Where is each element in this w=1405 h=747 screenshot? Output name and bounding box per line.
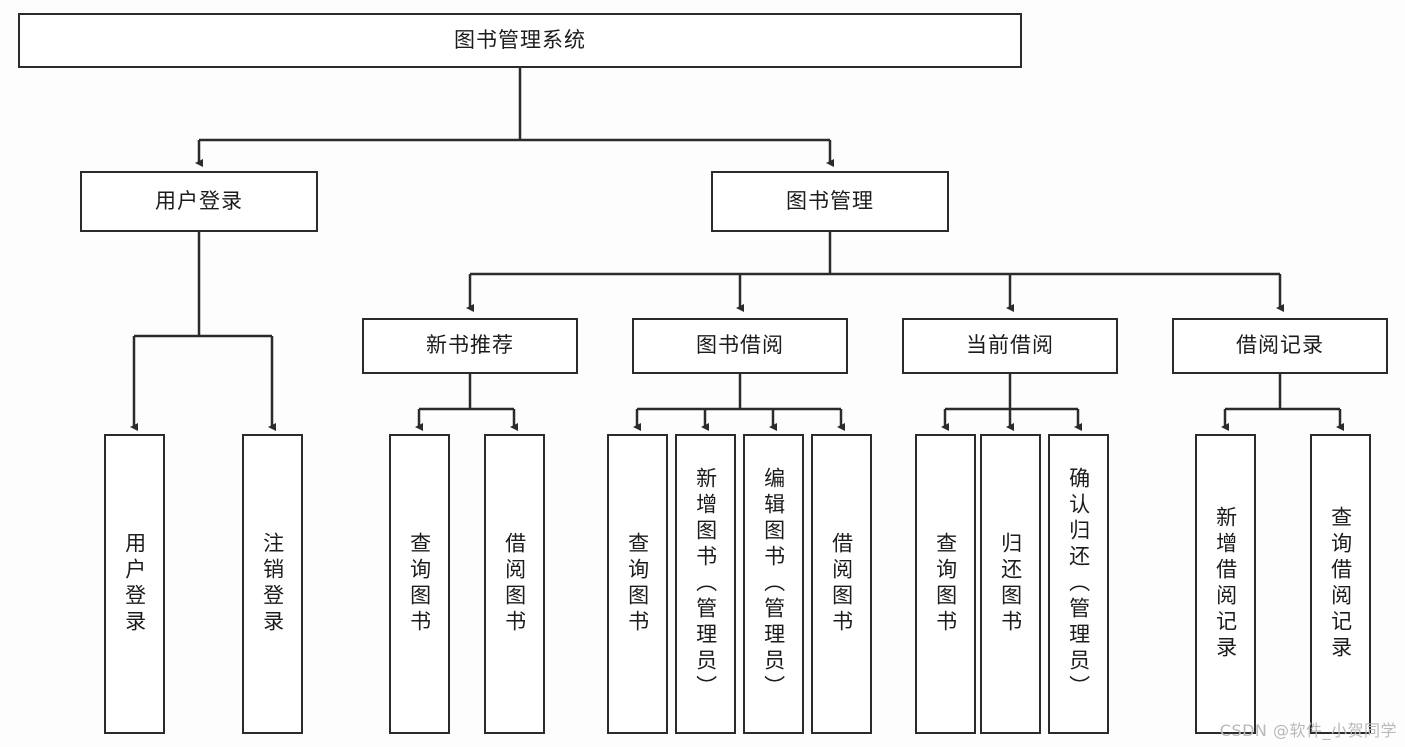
node-label: 确认归还（管理员） <box>1066 467 1091 701</box>
node-user-login[interactable]: 用户登录 <box>80 171 318 232</box>
node-book-management[interactable]: 图书管理 <box>711 171 949 232</box>
leaf-book-borrow-borrow-book[interactable]: 借阅图书 <box>811 434 872 734</box>
leaf-user-login-login[interactable]: 用户登录 <box>104 434 165 734</box>
node-label: 新增借阅记录 <box>1213 506 1238 662</box>
node-label: 借阅图书 <box>502 532 527 636</box>
leaf-borrow-record-add-record[interactable]: 新增借阅记录 <box>1195 434 1256 734</box>
node-label: 归还图书 <box>998 532 1023 636</box>
node-label: 查询借阅记录 <box>1328 506 1353 662</box>
leaf-current-borrow-query-book[interactable]: 查询图书 <box>915 434 976 734</box>
node-root-book-management-system[interactable]: 图书管理系统 <box>18 13 1022 68</box>
node-label: 新增图书（管理员） <box>693 467 718 701</box>
leaf-current-borrow-confirm-return-admin[interactable]: 确认归还（管理员） <box>1048 434 1109 734</box>
node-new-book-recommend[interactable]: 新书推荐 <box>362 318 578 374</box>
leaf-book-borrow-edit-book-admin[interactable]: 编辑图书（管理员） <box>743 434 804 734</box>
csdn-watermark: CSDN @软件_小贺同学 <box>1219 721 1397 740</box>
node-label: 图书借阅 <box>696 333 784 358</box>
node-current-borrow[interactable]: 当前借阅 <box>902 318 1118 374</box>
node-label: 用户登录 <box>155 188 243 213</box>
node-borrow-record[interactable]: 借阅记录 <box>1172 318 1388 374</box>
node-label: 注销登录 <box>260 532 285 636</box>
node-label: 查询图书 <box>407 532 432 636</box>
leaf-user-login-logout[interactable]: 注销登录 <box>242 434 303 734</box>
node-label: 用户登录 <box>122 532 147 636</box>
node-label: 新书推荐 <box>426 333 514 358</box>
leaf-book-borrow-query-book[interactable]: 查询图书 <box>607 434 668 734</box>
node-label: 借阅记录 <box>1236 333 1324 358</box>
node-label: 查询图书 <box>625 532 650 636</box>
node-label: 编辑图书（管理员） <box>761 467 786 701</box>
node-label: 图书管理系统 <box>454 27 586 52</box>
leaf-book-borrow-add-book-admin[interactable]: 新增图书（管理员） <box>675 434 736 734</box>
leaf-borrow-record-query-record[interactable]: 查询借阅记录 <box>1310 434 1371 734</box>
node-label: 查询图书 <box>933 532 958 636</box>
node-label: 图书管理 <box>786 188 874 213</box>
node-book-borrow[interactable]: 图书借阅 <box>632 318 848 374</box>
node-label: 当前借阅 <box>966 333 1054 358</box>
leaf-new-book-query-book[interactable]: 查询图书 <box>389 434 450 734</box>
leaf-new-book-borrow-book[interactable]: 借阅图书 <box>484 434 545 734</box>
node-label: 借阅图书 <box>829 532 854 636</box>
leaf-current-borrow-return-book[interactable]: 归还图书 <box>980 434 1041 734</box>
